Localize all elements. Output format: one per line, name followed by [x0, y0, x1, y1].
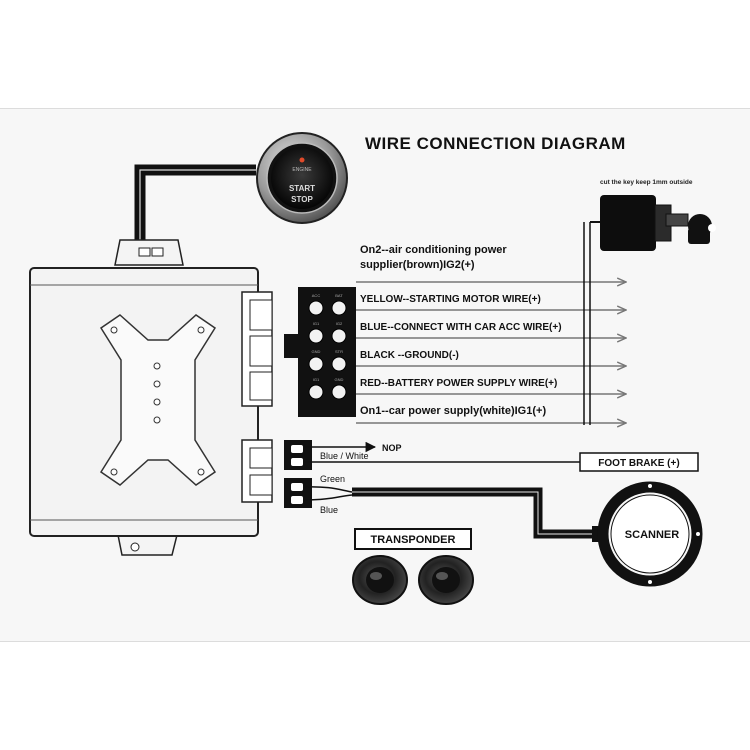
blue-label: Blue — [320, 505, 338, 515]
scanner-connector — [284, 478, 312, 508]
nop-label: NOP — [382, 443, 402, 453]
green-label: Green — [320, 474, 345, 484]
key-cable — [583, 222, 591, 425]
key-note: cut the key keep 1mm outside — [600, 179, 693, 186]
connector-pin — [308, 300, 324, 316]
connector-pin-label: IG2 — [336, 321, 343, 326]
connector-pin — [308, 328, 324, 344]
wire-labels: On2--air conditioning power supplier(bro… — [360, 244, 562, 417]
transponder-label: TRANSPONDER — [371, 534, 456, 546]
wire-label-black: BLACK --GROUND(-) — [360, 350, 459, 361]
scanner-label: SCANNER — [625, 529, 679, 541]
connector-pin-label: IG1 — [313, 321, 320, 326]
wire-label-blue: BLUE--CONNECT WITH CAR ACC WIRE(+) — [360, 322, 562, 333]
connector-pin-label: IG1 — [313, 377, 320, 382]
scanner-cable — [352, 487, 600, 539]
diagram-title: WIRE CONNECTION DIAGRAM — [365, 134, 626, 153]
wire-label-on1: On1--car power supply(white)IG1(+) — [360, 405, 546, 417]
connector-pin-label: GND — [312, 349, 321, 354]
connector-pin — [308, 356, 324, 372]
wire-lines — [356, 282, 626, 423]
connector-pin — [331, 384, 347, 400]
foot-brake-label: FOOT BRAKE (+) — [598, 458, 679, 469]
connector-pin — [308, 384, 324, 400]
transponder-coil-left — [352, 555, 408, 605]
wire-label-on2: On2--air conditioning power — [360, 244, 507, 256]
start-stop-button: ENGINE START STOP — [256, 132, 348, 224]
transponder-coil-right — [418, 555, 474, 605]
brake-connector — [284, 440, 312, 470]
scanner-ring: SCANNER — [592, 481, 703, 587]
transponder-box: TRANSPONDER — [354, 528, 472, 550]
connector-pin — [331, 300, 347, 316]
connector-pin — [331, 356, 347, 372]
wire-label-red: RED--BATTERY POWER SUPPLY WIRE(+) — [360, 378, 557, 389]
button-top-text: ENGINE — [292, 167, 312, 173]
connector-pin — [331, 328, 347, 344]
foot-brake-box: FOOT BRAKE (+) — [579, 452, 699, 472]
wire-label-yellow: YELLOW--STARTING MOTOR WIRE(+) — [360, 294, 541, 305]
key-icon — [665, 213, 716, 244]
connector-pin-label: ACC — [312, 293, 321, 298]
connector-pin-label: STR — [335, 349, 343, 354]
connector-pin-label: GND — [335, 377, 344, 382]
button-start-text: START — [289, 184, 315, 193]
control-module — [29, 239, 273, 556]
blue-white-label: Blue / White — [320, 451, 369, 461]
wire-label-on2-line2: supplier(brown)IG2(+) — [360, 259, 475, 271]
button-stop-text: STOP — [291, 195, 313, 204]
connector-pin-label: BAT — [335, 293, 343, 298]
